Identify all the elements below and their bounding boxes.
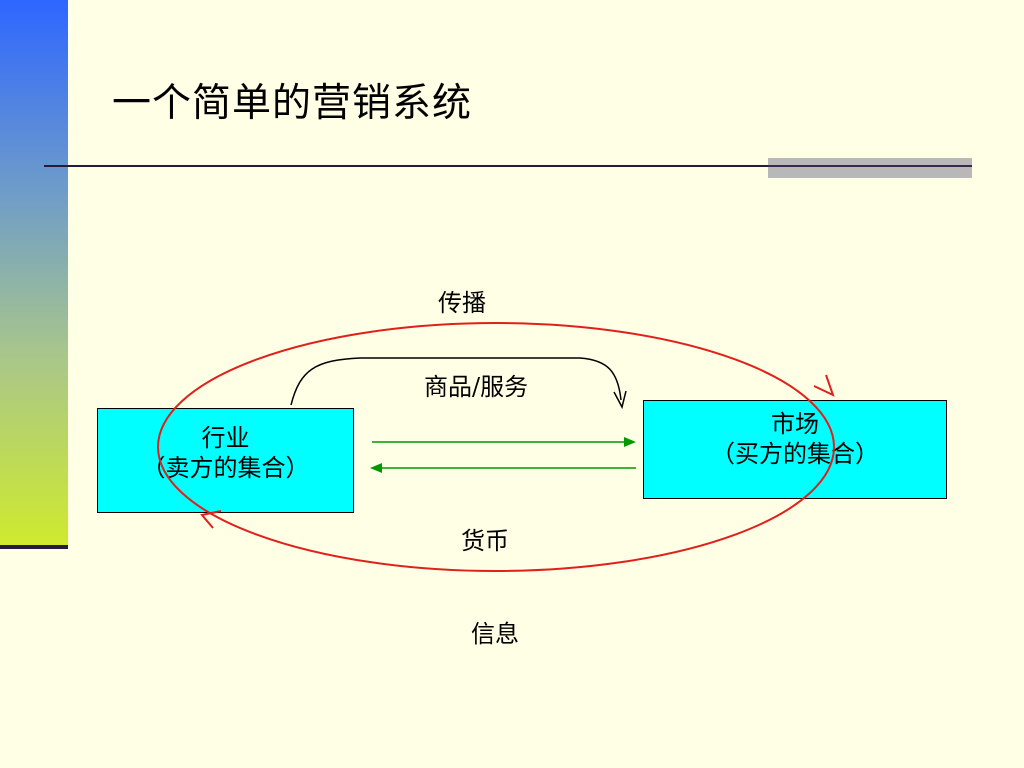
side-decoration-bar	[0, 0, 68, 545]
information-label: 信息	[471, 620, 519, 648]
title-divider-accent	[768, 158, 972, 178]
industry-subtitle: （卖方的集合）	[141, 454, 310, 482]
cycle-ellipse	[157, 322, 835, 572]
communication-label: 传播	[438, 289, 486, 317]
title-divider-line	[44, 165, 972, 167]
money-label: 货币	[461, 527, 509, 555]
money-flow-arrow	[370, 463, 636, 473]
market-subtitle: （买方的集合）	[711, 440, 879, 468]
industry-box: 行业 （卖方的集合）	[97, 408, 354, 513]
goods-services-label: 商品/服务	[424, 373, 529, 401]
goods-flow-arrow	[372, 437, 636, 447]
side-bar-base-line	[0, 545, 68, 549]
industry-name: 行业	[201, 424, 250, 452]
slide-title: 一个简单的营销系统	[112, 81, 473, 126]
market-name: 市场	[771, 410, 819, 438]
market-box: 市场 （买方的集合）	[643, 400, 947, 499]
goods-arc	[290, 357, 627, 410]
